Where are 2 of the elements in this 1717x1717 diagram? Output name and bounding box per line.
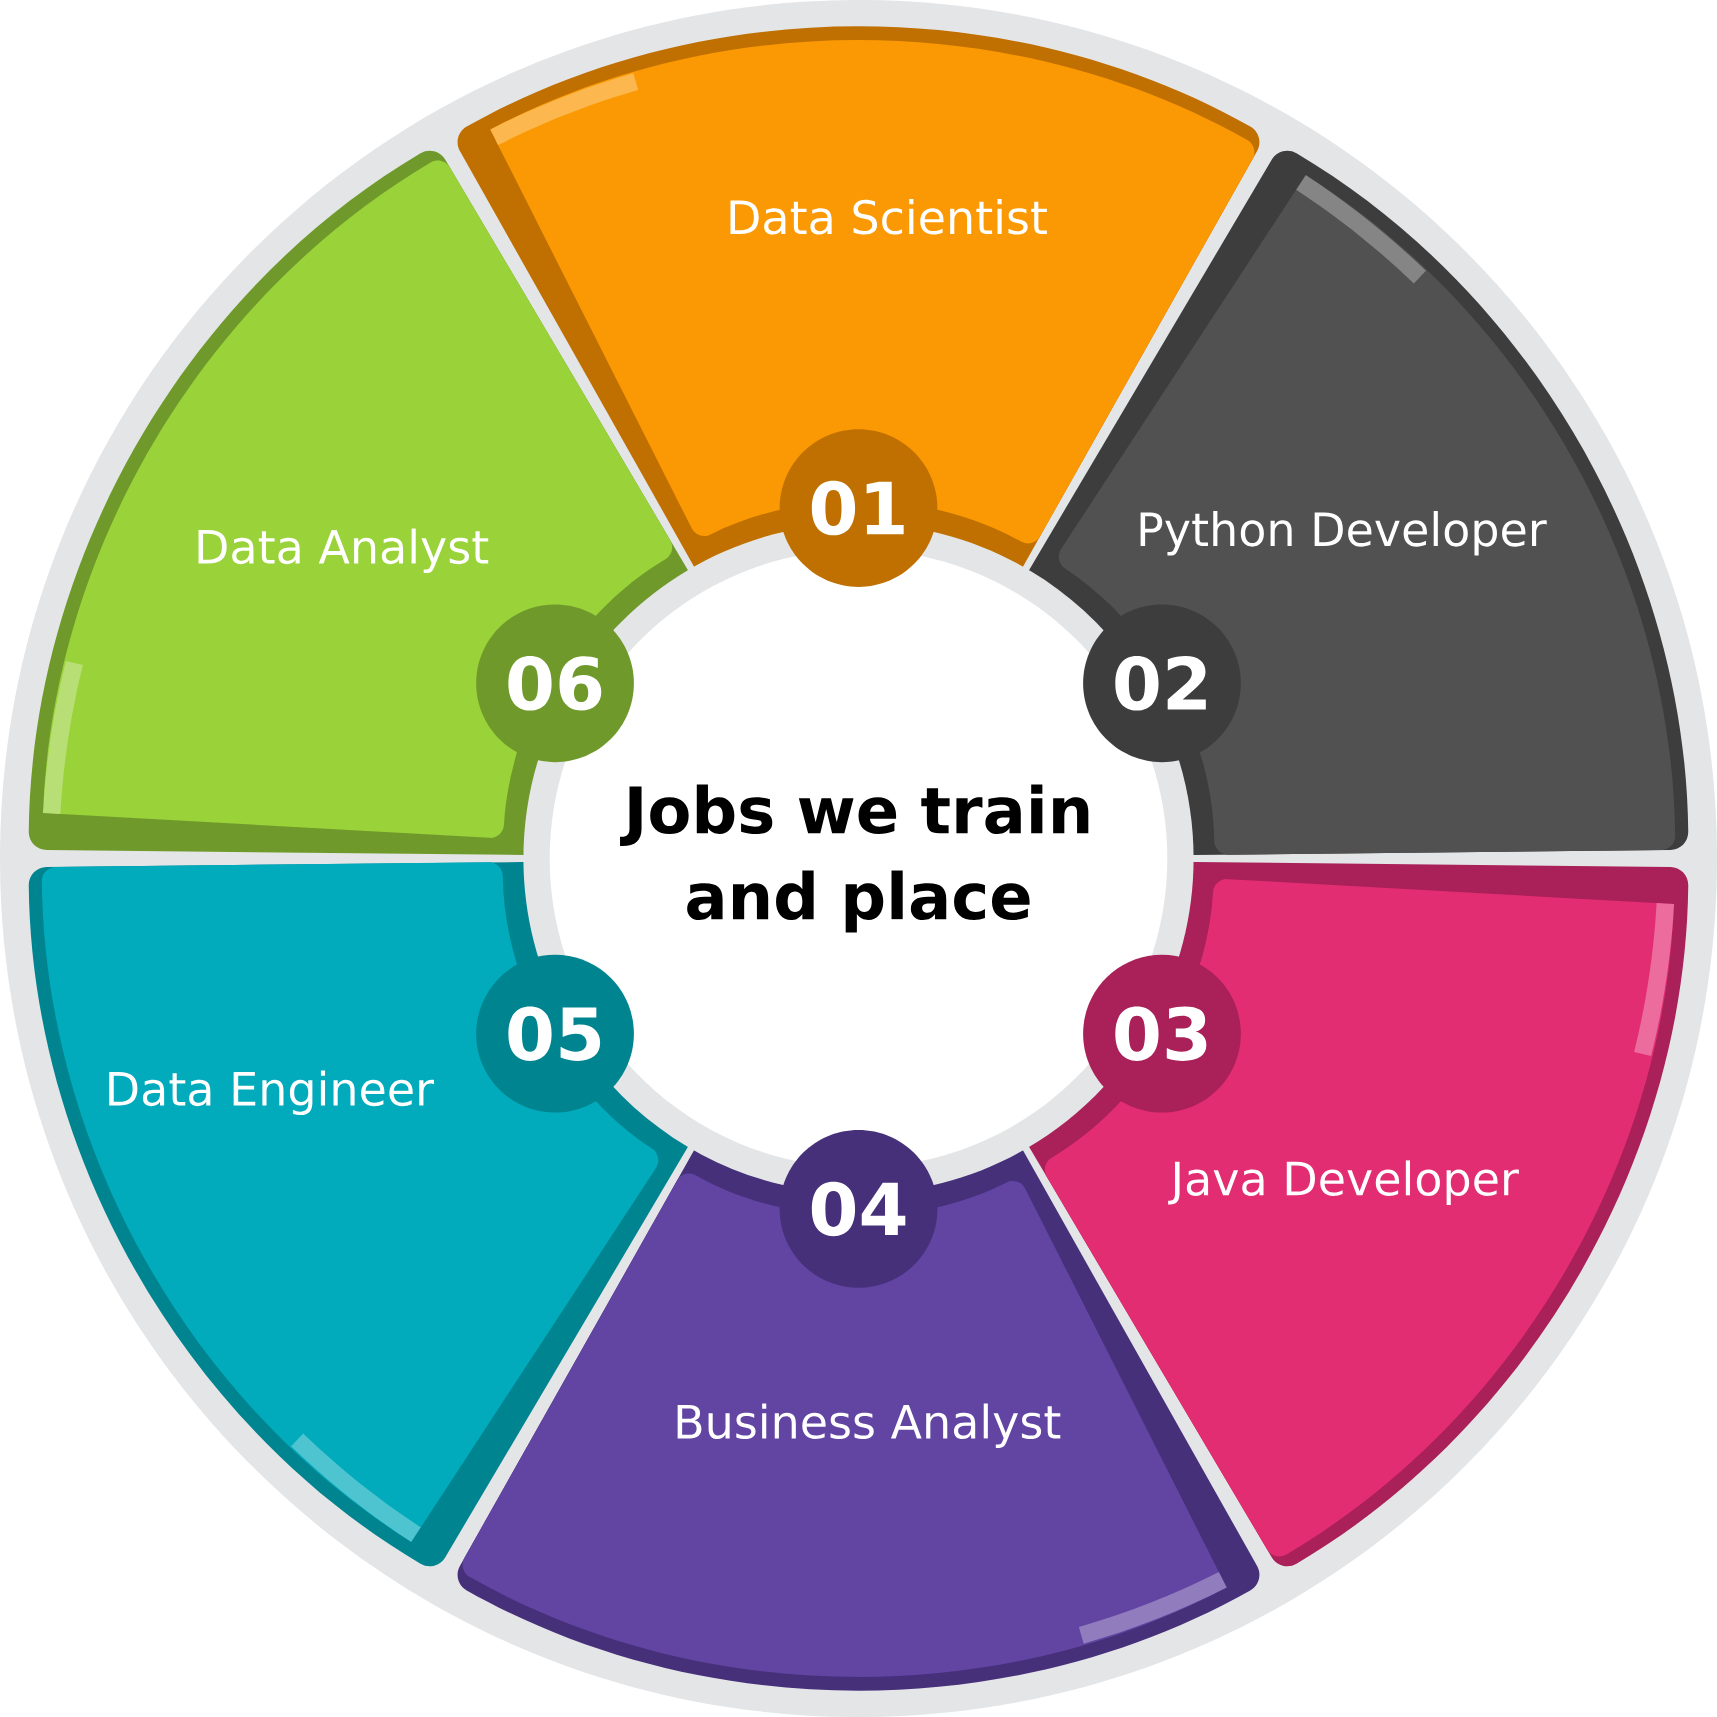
number-badge: 01 <box>779 429 938 587</box>
number-badge: 04 <box>779 1130 938 1288</box>
